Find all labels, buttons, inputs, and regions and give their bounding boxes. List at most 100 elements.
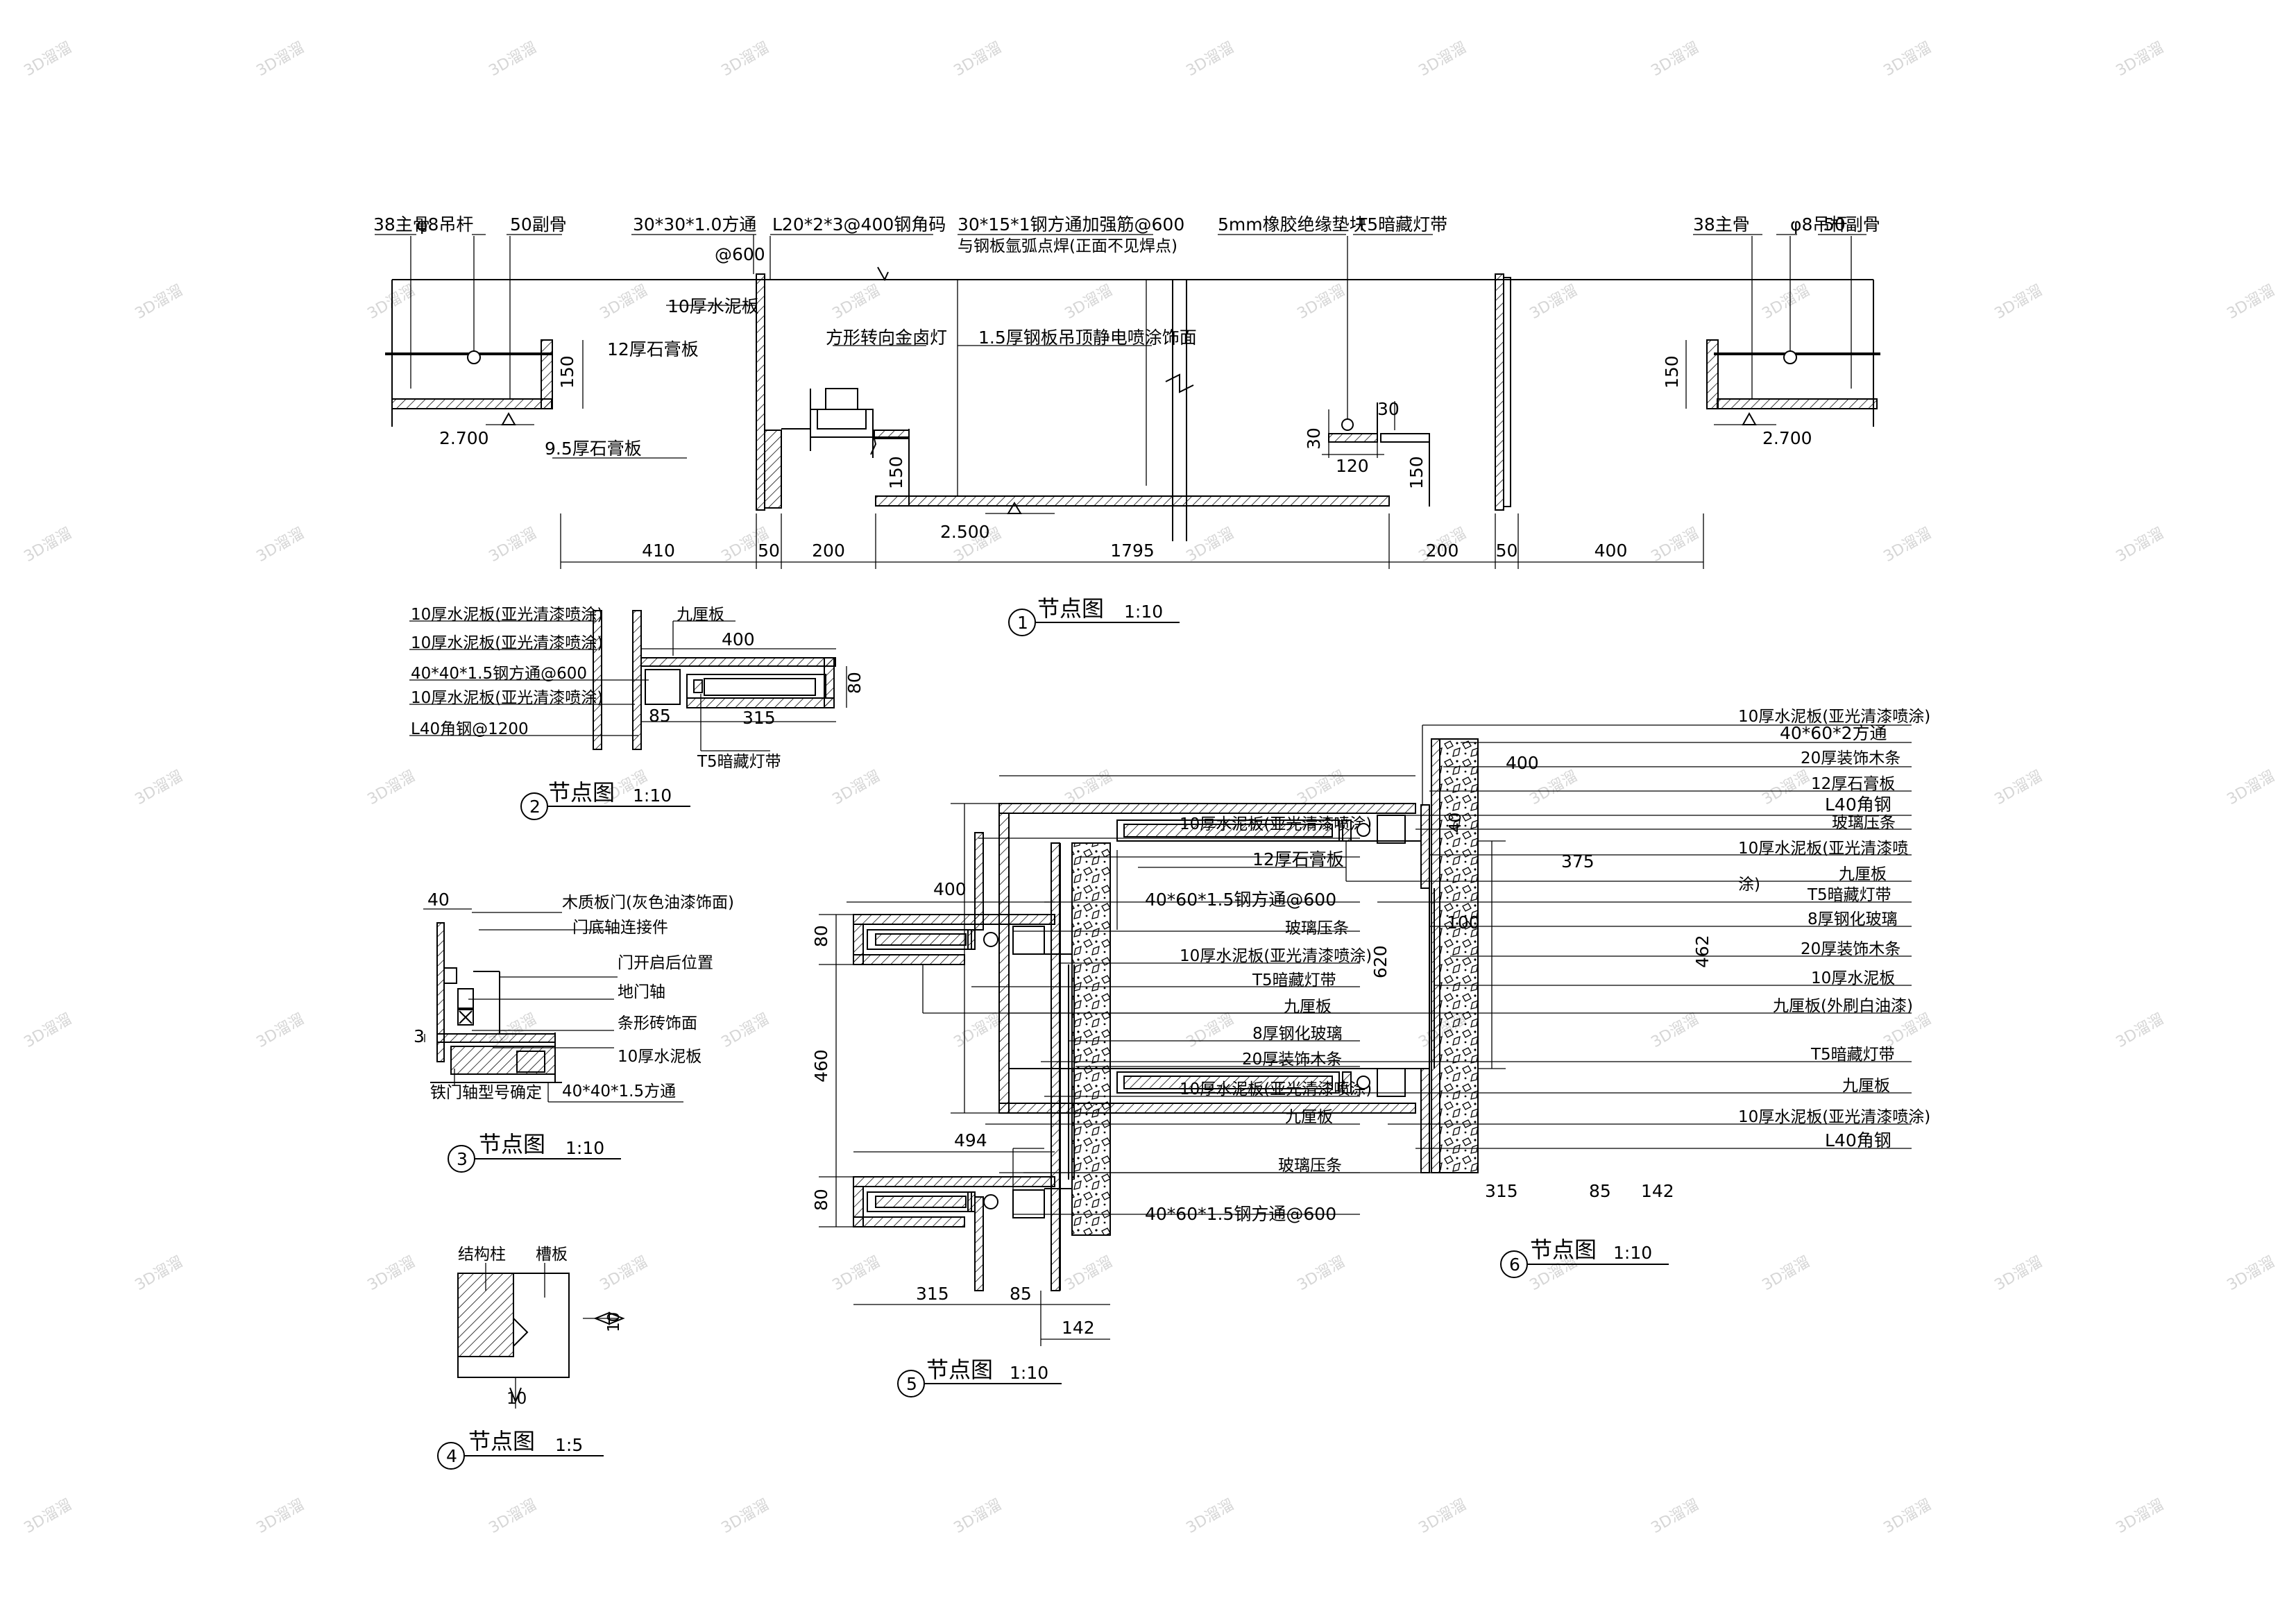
watermark-text: 3D溜溜	[830, 1253, 883, 1294]
d3-label: 门开启后位置	[618, 954, 713, 972]
watermark-text: 3D溜溜	[2114, 1496, 2167, 1537]
watermark-text: 3D溜溜	[1760, 282, 1813, 323]
d1-dim: 150	[1406, 456, 1427, 489]
detail-1-dimension-ticks	[560, 513, 1704, 569]
d4-label: 槽板	[536, 1246, 568, 1264]
d6-label: 玻璃压条	[1832, 814, 1896, 832]
d5-label: 12厚石膏板	[1252, 849, 1344, 869]
d6-label: 20厚装饰木条	[1801, 749, 1900, 767]
watermark-text: 3D溜溜	[830, 767, 883, 808]
d6-label: 10厚水泥板	[1811, 969, 1895, 987]
d6-label: 12厚石膏板	[1811, 775, 1895, 793]
detail-4	[457, 1263, 625, 1409]
d1-label: L20*2*3@400钢角码	[772, 214, 946, 235]
watermark-text: 3D溜溜	[1760, 1253, 1813, 1294]
watermark-text: 3D溜溜	[1760, 767, 1813, 808]
watermark-text: 3D溜溜	[486, 1496, 540, 1537]
d2-label: T5暗藏灯带	[697, 753, 781, 771]
detail-6	[951, 724, 1912, 1173]
d6-title: 节点图	[1530, 1237, 1597, 1263]
d1-label: 12厚石膏板	[607, 339, 699, 359]
watermark-text: 3D溜溜	[2225, 767, 2278, 808]
d1-label: 50副骨	[1823, 214, 1880, 235]
d1-label: 50副骨	[510, 214, 567, 235]
watermark-text: 3D溜溜	[1184, 39, 1237, 80]
watermark-text: 3D溜溜	[1992, 767, 2046, 808]
watermark-text: 3D溜溜	[2225, 282, 2278, 323]
d1-label: 方形转向金卤灯	[826, 328, 947, 348]
dimension-value: 1795	[1110, 541, 1155, 561]
d6-label: 20厚装饰木条	[1801, 940, 1900, 958]
watermark-text: 3D溜溜	[1062, 282, 1116, 323]
d5-scale: 1:10	[1010, 1363, 1048, 1383]
watermark-text: 3D溜溜	[1062, 767, 1116, 808]
watermark-text: 3D溜溜	[597, 282, 651, 323]
watermark-text: 3D溜溜	[2114, 39, 2167, 80]
d1-dim: 150	[1662, 355, 1682, 389]
d1-dim: 120	[1336, 456, 1369, 476]
watermark-text: 3D溜溜	[22, 39, 75, 80]
d6-scale: 1:10	[1613, 1243, 1652, 1263]
d3-title-number: 3	[457, 1149, 468, 1169]
d1-label: 5mm橡胶绝缘垫块	[1218, 214, 1367, 235]
watermark-text: 3D溜溜	[719, 39, 772, 80]
d6-label: 九厘板	[1842, 1077, 1890, 1095]
d5-label: 玻璃压条	[1278, 1157, 1342, 1175]
d5-dim: 315	[916, 1284, 949, 1304]
watermark-text: 3D溜溜	[597, 1253, 651, 1294]
watermark-text: 3D溜溜	[1416, 39, 1470, 80]
d4-title-number: 4	[446, 1446, 457, 1466]
d5-title: 节点图	[926, 1357, 993, 1383]
d3-label: 10厚水泥板	[618, 1048, 701, 1066]
watermark-text: 3D溜溜	[951, 1010, 1005, 1051]
dimension-value: 50	[758, 541, 780, 561]
d6-label: L40角钢	[1825, 794, 1891, 815]
d5-label: 40*60*1.5钢方通@600	[1145, 890, 1336, 910]
d3-title: 节点图	[479, 1131, 545, 1157]
d6-label: L40角钢	[1825, 1130, 1891, 1150]
watermark-text: 3D溜溜	[830, 282, 883, 323]
detail-3	[423, 908, 683, 1103]
d1-label: @600	[715, 244, 765, 264]
watermark-text: 3D溜溜	[22, 1010, 75, 1051]
d5-label: 40*60*1.5钢方通@600	[1145, 1204, 1336, 1224]
d5-label: 8厚钢化玻璃	[1252, 1025, 1343, 1043]
d1-dim: 30	[1377, 399, 1400, 419]
watermark-text: 3D溜溜	[1416, 1496, 1470, 1537]
dimension-value: 200	[1426, 541, 1459, 561]
d6-label: T5暗藏灯带	[1807, 886, 1891, 904]
watermark-text: 3D溜溜	[1881, 1496, 1934, 1537]
d6-dim: 40	[1447, 813, 1465, 833]
d1-label: 38主骨	[1693, 214, 1750, 235]
watermark-text: 3D溜溜	[1184, 1010, 1237, 1051]
d5-label: 玻璃压条	[1285, 919, 1349, 937]
watermark-text: 3D溜溜	[1184, 525, 1237, 566]
d2-dim: 85	[649, 706, 671, 726]
watermark-text: 3D溜溜	[1649, 39, 1702, 80]
d3-label: 木质板门(灰色油漆饰面)	[562, 894, 734, 912]
d3-label: 条形砖饰面	[618, 1014, 697, 1033]
d2-dim: 400	[722, 629, 755, 649]
d2-scale: 1:10	[633, 785, 672, 806]
watermark-text: 3D溜溜	[1881, 525, 1934, 566]
d1-scale: 1:10	[1124, 602, 1163, 622]
d5-dim: 80	[811, 925, 831, 947]
d2-label: L40角钢@1200	[411, 720, 529, 738]
watermark-layer: 3D溜溜 3D溜溜 3D溜溜 3D溜溜 3D溜溜 3D溜溜 3D溜溜 3D溜溜 3D溜溜 3D溜溜…	[22, 39, 2278, 1537]
watermark-text: 3D溜溜	[486, 525, 540, 566]
d6-title-number: 6	[1509, 1255, 1520, 1275]
d3-dim: 40	[427, 890, 450, 910]
dimension-value: 400	[1595, 541, 1628, 561]
detail-2	[409, 610, 847, 751]
d1-elevation: 2.700	[1762, 428, 1812, 448]
watermark-text: 3D溜溜	[1295, 282, 1348, 323]
d6-label: 8厚钢化玻璃	[1808, 910, 1898, 928]
d2-label: 40*40*1.5钢方通@600	[411, 665, 587, 683]
d1-label: 30*15*1钢方通加强筋@600	[958, 214, 1184, 235]
d4-dim: 10	[507, 1390, 527, 1408]
d1-label: φ8吊杆	[1790, 214, 1847, 235]
d1-label: φ8吊杆	[416, 214, 473, 235]
watermark-text: 3D溜溜	[1992, 282, 2046, 323]
